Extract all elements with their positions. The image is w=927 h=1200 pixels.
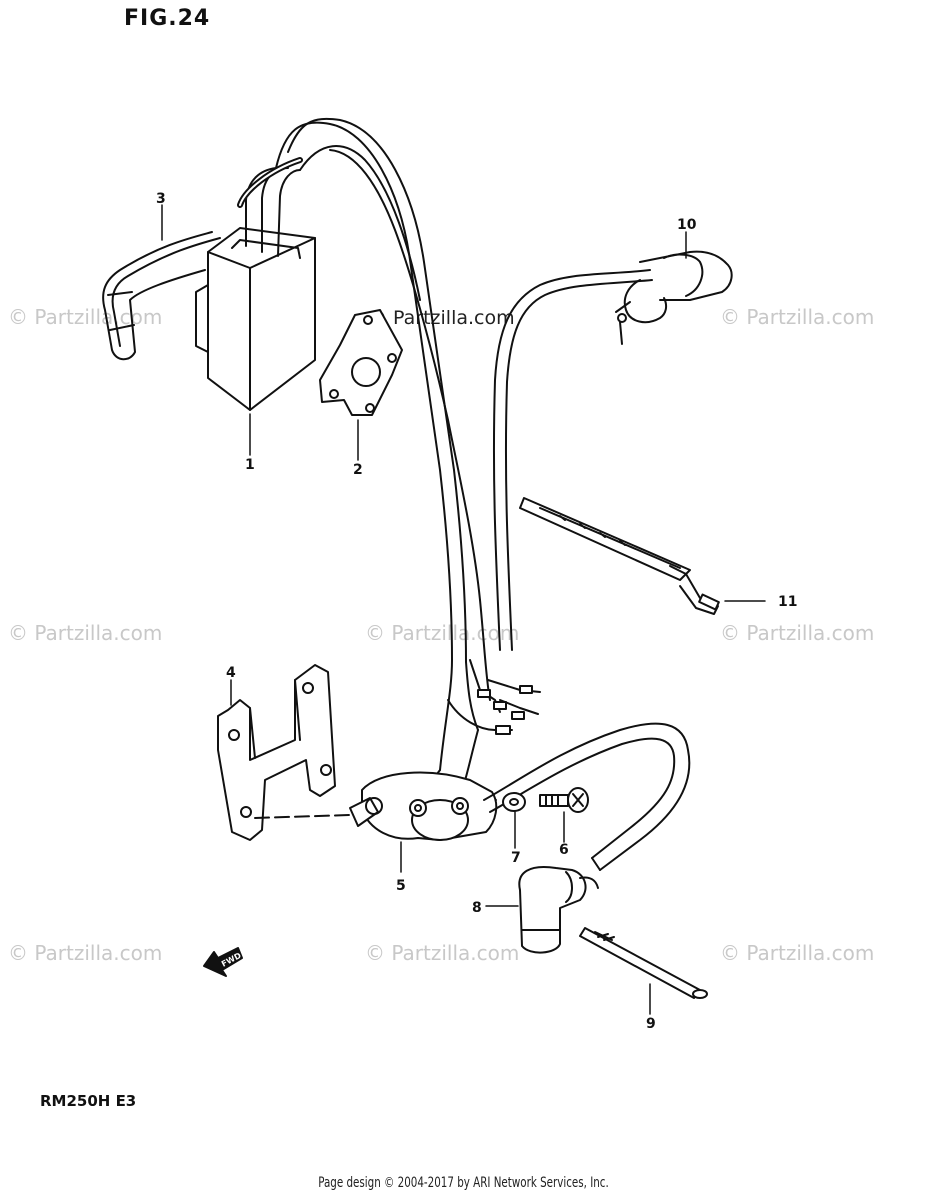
callout-9: 9	[646, 1016, 656, 1032]
part-2-plate	[319, 309, 403, 416]
part-11-cable-tie	[519, 497, 720, 615]
footer-copyright: Page design © 2004-2017 by ARI Network S…	[318, 1175, 609, 1191]
part-9-cable-tie	[579, 927, 708, 999]
fwd-arrow-icon	[203, 947, 243, 977]
model-code: RM250H E3	[40, 1092, 137, 1110]
watermarks: © Partzilla.com © Partzilla.com © Partzi…	[8, 305, 874, 965]
watermark: © Partzilla.com	[720, 305, 874, 329]
part-3-strap	[102, 231, 221, 361]
part-5-ignition-coil	[349, 722, 691, 871]
callout-10: 10	[677, 217, 697, 233]
callouts: 3 1 2 4 5 6 7 8 9 10 11	[156, 191, 797, 1032]
watermark: © Partzilla.com	[720, 941, 874, 965]
watermark: © Partzilla.com	[365, 621, 519, 645]
part-8-plug-cap	[518, 866, 599, 954]
callout-6: 6	[559, 842, 569, 858]
part-10-kill-switch	[492, 250, 733, 651]
watermark-center: © Partzilla.com	[368, 307, 515, 329]
callout-2: 2	[353, 462, 363, 478]
watermark: © Partzilla.com	[8, 305, 162, 329]
callout-8: 8	[472, 900, 482, 916]
figure-title: FIG.24	[124, 6, 211, 31]
watermark: © Partzilla.com	[365, 941, 519, 965]
watermark: © Partzilla.com	[8, 621, 162, 645]
leader-lines	[161, 204, 766, 1015]
callout-1: 1	[245, 457, 255, 473]
callout-5: 5	[396, 878, 406, 894]
callout-3: 3	[156, 191, 166, 207]
callout-4: 4	[226, 665, 236, 681]
part-6-screw	[539, 787, 589, 813]
part-1-cdi-unit	[195, 157, 316, 411]
part-7-washer	[502, 792, 526, 812]
watermark: © Partzilla.com	[8, 941, 162, 965]
part-4-bracket	[217, 664, 336, 841]
callout-7: 7	[511, 850, 521, 866]
watermark: © Partzilla.com	[720, 621, 874, 645]
callout-11: 11	[778, 594, 797, 610]
